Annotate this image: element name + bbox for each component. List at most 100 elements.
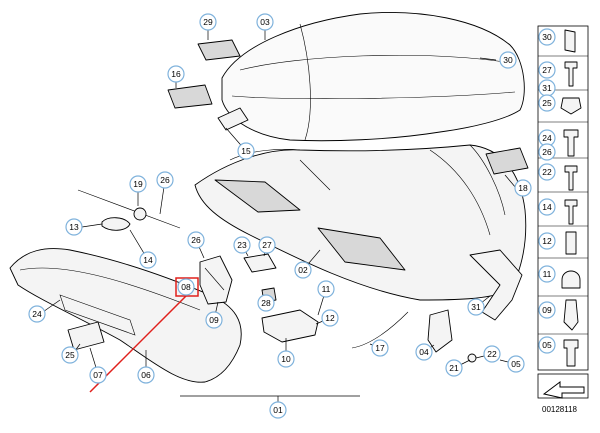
callout-circle [28,305,46,323]
trim-piece [67,321,105,351]
callout-number: 27 [262,240,272,250]
callout-circle [269,401,287,419]
callout-number: 22 [487,349,497,359]
callout-circle [514,179,532,197]
callout-circle [538,94,556,112]
diagram-callout-24: 24 [28,305,46,323]
diagram-callout-29: 29 [199,13,217,31]
callout-circle [256,13,274,31]
callout-circle [538,163,556,181]
side-strut [469,249,523,321]
callout-circle [61,346,79,364]
damper [217,107,249,131]
callout-number: 03 [260,17,270,27]
strap [101,217,131,231]
clip-icon [564,29,576,53]
callout-circle [483,345,501,363]
mount-bracket [243,253,277,273]
screw-icon [564,199,578,225]
callout-number: 31 [542,83,552,93]
callout-number: 25 [65,350,75,360]
diagram-callout-02: 02 [294,261,312,279]
foam-block [197,39,241,61]
cable [351,311,409,349]
screw-icon [564,165,578,191]
side-callout-05: 05 [538,336,556,354]
callout-number: 27 [542,65,552,75]
callout-circle [277,350,295,368]
callout-circle [538,61,556,79]
diagram-callout-19: 19 [129,175,147,193]
diagram-callout-06: 06 [137,366,155,384]
callout-number: 28 [261,298,271,308]
callout-circle [199,13,217,31]
latch [427,309,453,353]
foam-block [167,84,213,109]
callout-number: 23 [237,240,247,250]
callout-circle [538,232,556,250]
callout-circle [257,294,275,312]
diagram-callout-25: 25 [61,346,79,364]
callout-number: 07 [93,370,103,380]
diagram-callout-07: 07 [89,366,107,384]
cap-icon [561,270,581,289]
diagram-callout-23: 23 [233,236,251,254]
callout-circle [177,278,195,296]
callout-circle [538,336,556,354]
side-callout-26: 26 [538,143,556,161]
callout-number: 09 [542,305,552,315]
nut-icon [560,97,582,115]
callout-circle [233,236,251,254]
callout-circle [538,28,556,46]
diagram-callout-12: 12 [321,309,339,327]
diagram-callout-08: 08 [177,278,195,296]
side-callout-30: 30 [538,28,556,46]
callout-number: 24 [32,309,42,319]
callout-circle [317,280,335,298]
diagram-callout-27: 27 [258,236,276,254]
callout-number: 01 [273,405,283,415]
pin-icon [563,339,579,367]
callout-circle [294,261,312,279]
callout-number: 16 [171,69,181,79]
callout-circle [65,218,83,236]
side-callout-09: 09 [538,301,556,319]
bolt-icon [565,231,577,255]
callout-circle [467,298,485,316]
callout-circle [137,366,155,384]
callout-number: 17 [375,343,385,353]
callout-number: 12 [542,236,552,246]
callout-number: 06 [141,370,151,380]
diagram-callout-14: 14 [139,251,157,269]
callout-circle [321,309,339,327]
callout-circle [538,198,556,216]
diagram-callout-05: 05 [507,355,525,373]
plug-icon [563,299,579,331]
diagram-callout-10: 10 [277,350,295,368]
callout-number: 21 [449,363,459,373]
callout-number: 15 [241,146,251,156]
diagram-callout-16: 16 [167,65,185,83]
foam-block [485,147,529,175]
callout-number: 14 [143,255,153,265]
side-callout-27: 27 [538,61,556,79]
diagram-callout-21: 21 [445,359,463,377]
diagram-callout-15: 15 [237,142,255,160]
side-callout-12: 12 [538,232,556,250]
callout-circle [89,366,107,384]
rear-trim-panel [9,248,242,383]
callout-number: 05 [542,340,552,350]
bolt-icon [563,129,579,157]
callout-circle [237,142,255,160]
diagram-code: 00128118 [542,405,578,414]
diagram-callout-11: 11 [317,280,335,298]
diagram-callout-22: 22 [483,345,501,363]
diagram-callout-04: 04 [415,343,433,361]
callout-number: 26 [191,235,201,245]
side-callout-14: 14 [538,198,556,216]
arrow-icon [542,381,585,399]
callout-circle [205,311,223,329]
